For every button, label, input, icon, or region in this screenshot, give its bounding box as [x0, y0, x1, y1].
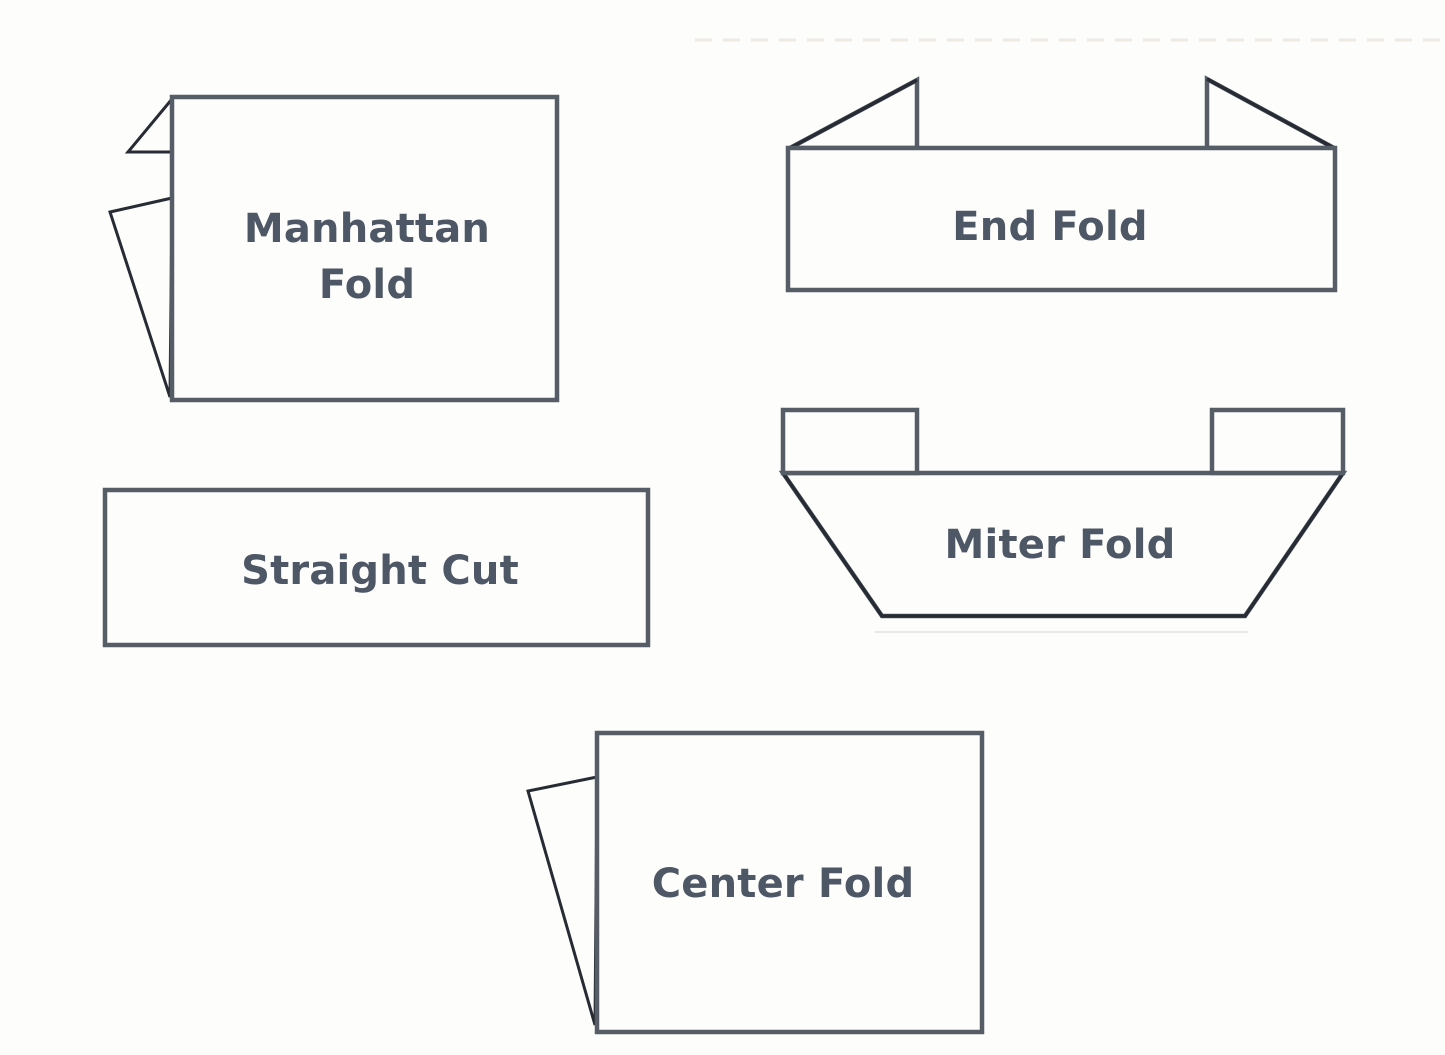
straight-cut-label-body	[102, 487, 651, 648]
end-fold-right-fold-line	[1206, 77, 1335, 150]
manhattan-fold-label: Manhattan Fold	[243, 206, 491, 308]
center-fold-label: Center Fold	[651, 861, 915, 907]
miter-fold-cut-lines	[781, 472, 1345, 618]
center-fold-side-flap	[526, 775, 599, 1026]
center-fold-shape	[526, 730, 985, 1035]
manhattan-top-flap	[124, 94, 174, 154]
end-fold-shape	[785, 75, 1338, 293]
center-fold-label-body	[594, 730, 985, 1035]
miter-fold-shape	[778, 407, 1348, 633]
end-fold-left-fold-line	[789, 78, 918, 150]
end-fold-label: End Fold	[952, 204, 1148, 250]
miter-fold-left-tab	[780, 407, 920, 476]
manhattan-fold-shape	[108, 94, 560, 403]
miter-fold-right-tab	[1209, 407, 1346, 476]
manhattan-label-body	[169, 94, 560, 403]
straight-cut-shape	[102, 487, 651, 648]
straight-cut-label: Straight Cut	[241, 548, 519, 594]
manhattan-side-flap	[108, 196, 174, 398]
end-fold-label-body	[785, 145, 1338, 293]
miter-fold-label: Miter Fold	[944, 522, 1176, 568]
